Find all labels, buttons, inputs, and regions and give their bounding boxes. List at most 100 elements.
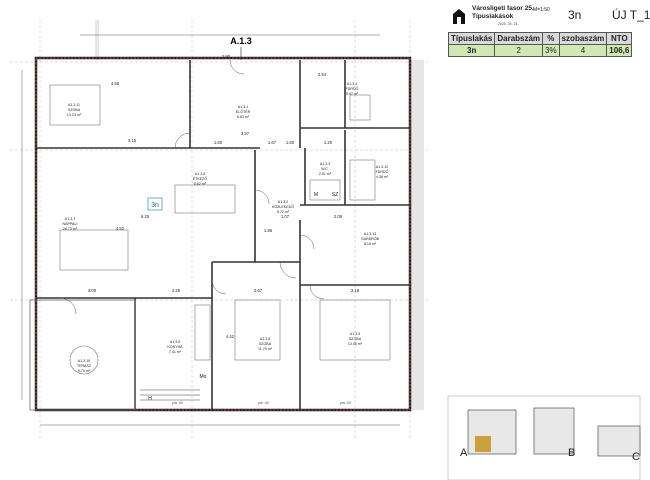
parapet-label: pm. 40 bbox=[340, 401, 351, 405]
room-code: A1.3.10 bbox=[78, 359, 90, 363]
dimension: 2.25 bbox=[172, 288, 181, 293]
summary-header: Típuslakás bbox=[447, 32, 496, 45]
dimension: 6.25 bbox=[141, 214, 150, 219]
room-area: 5.47 m² bbox=[346, 92, 359, 96]
dimension-marks bbox=[21, 34, 400, 426]
room-code: A1.3.12 bbox=[376, 165, 388, 169]
room-area: 13.23 m² bbox=[67, 113, 82, 117]
room-area: 6.83 m² bbox=[237, 115, 250, 119]
room-code: A1.3.6 bbox=[195, 172, 205, 176]
room-area: 8.18 m² bbox=[364, 242, 377, 246]
dimension: 1.07 bbox=[281, 214, 290, 219]
dimension: 1.20 bbox=[324, 140, 333, 145]
summary-value: 4 bbox=[558, 44, 608, 57]
apartment-code: ÚJ T_1 bbox=[612, 8, 650, 22]
summary-header: % bbox=[542, 32, 560, 45]
dimension: 1.60 bbox=[214, 140, 223, 145]
dimension: 4.52 bbox=[116, 226, 125, 231]
room-code: A1.3.7 bbox=[65, 217, 75, 221]
stair-lines bbox=[140, 389, 200, 401]
room-area: 5.72 m² bbox=[277, 210, 290, 214]
interior-walls bbox=[36, 60, 410, 410]
title-line-2: Típuslakások bbox=[472, 13, 514, 20]
summary-header: szobaszám bbox=[558, 32, 608, 45]
building-logo-icon bbox=[453, 9, 465, 24]
dimension: 4.55 bbox=[111, 81, 120, 86]
room-code: A1.3.8 bbox=[260, 337, 270, 341]
dimension: 3.15 bbox=[128, 138, 137, 143]
summary-table: Típuslakás Darabszám % szobaszám NTO 3n … bbox=[447, 32, 633, 57]
dimension: 3.37 bbox=[241, 131, 250, 136]
dimension-labels: 4.55 3.15 2.90 3.37 2.54 1.60 1.60 1.67 … bbox=[88, 54, 360, 339]
room-area: 26.73 m² bbox=[63, 227, 78, 231]
summary-value: 2 bbox=[494, 44, 544, 57]
title: Városligeti fasor 25. Típuslakások bbox=[472, 5, 534, 21]
dimension: 1.67 bbox=[268, 140, 277, 145]
room-code: A1.3.5 bbox=[170, 340, 180, 344]
fixture-symbol: H bbox=[148, 396, 152, 402]
summary-value: 3% bbox=[542, 44, 560, 57]
summary-value: 3n bbox=[447, 44, 496, 57]
dimension: 2.54 bbox=[318, 72, 327, 77]
summary-value: 106,6 bbox=[606, 44, 633, 57]
neighbor-area bbox=[95, 20, 424, 410]
room-name: ELŐTÉR bbox=[236, 109, 251, 114]
dimension: 3.18 bbox=[351, 288, 360, 293]
fixture-symbol: SZ bbox=[332, 192, 338, 198]
dimension: 1.86 bbox=[264, 228, 273, 233]
summary-value-row: 3n 2 3% 4 106,6 bbox=[447, 44, 633, 57]
parapet-label: pm. 40 bbox=[258, 401, 269, 405]
title-line-1: Városligeti fasor 25. bbox=[472, 5, 534, 12]
dimension: 1.60 bbox=[286, 140, 295, 145]
room-name: TERASZ bbox=[77, 364, 92, 368]
room-name: GARDRÓB bbox=[361, 236, 380, 241]
furniture bbox=[49, 84, 391, 375]
room-name: KONYHA bbox=[167, 345, 183, 349]
room-name: SZOBA bbox=[259, 342, 272, 346]
fixture-symbol: Mo bbox=[200, 374, 207, 380]
room-code: A1.3.4 bbox=[347, 82, 357, 86]
room-code: A1.3.2 bbox=[278, 200, 288, 204]
room-code: A1.3.9 bbox=[350, 332, 360, 336]
room-code: A1.3.1 bbox=[238, 105, 248, 109]
room-area: 7.41 m² bbox=[169, 350, 182, 354]
summary-header: Darabszám bbox=[494, 32, 544, 45]
date-label: 2020. 04. 24. bbox=[498, 22, 519, 26]
room-name: SZOBA bbox=[68, 108, 81, 112]
parapet-labels: pm. 40 pm. 40 pm. 40 bbox=[172, 401, 351, 405]
fixture-symbol: M bbox=[314, 192, 318, 198]
type-badge: 3n bbox=[151, 202, 159, 209]
room-area: 11.79 m² bbox=[258, 347, 273, 351]
floor-plan: A.1.3 3n A1.3.11 SZOBA 13.23 m² A1.3.1 E… bbox=[10, 20, 430, 440]
key-plan: A B C bbox=[447, 395, 641, 480]
summary-header: NTO bbox=[606, 32, 633, 45]
room-area: 13.06 m² bbox=[348, 342, 363, 346]
room-name: FÜRDŐ bbox=[376, 169, 389, 174]
room-code: A1.3.13 bbox=[364, 232, 376, 236]
room-name: NAPPALI bbox=[63, 222, 78, 226]
room-name: KÖZLEKEDŐ bbox=[272, 204, 294, 209]
room-name: ÉTKEZŐ bbox=[193, 176, 208, 181]
highlighted-unit bbox=[475, 436, 491, 452]
type-code: 3n bbox=[568, 8, 582, 22]
summary-header-row: Típuslakás Darabszám % szobaszám NTO bbox=[447, 32, 633, 45]
room-area: 8.82 m² bbox=[194, 182, 207, 186]
dimension: 2.90 bbox=[222, 54, 231, 59]
apartment-label: A.1.3 bbox=[230, 36, 252, 46]
dimension: 3.00 bbox=[88, 288, 97, 293]
room-code: A1.3.3 bbox=[320, 162, 330, 166]
room-code: A1.3.11 bbox=[68, 103, 80, 107]
room-name: SZOBA bbox=[349, 337, 362, 341]
room-area: 2.01 m² bbox=[319, 172, 332, 176]
room-area: 4.38 m² bbox=[376, 175, 389, 179]
parapet-label: pm. 40 bbox=[172, 401, 183, 405]
key-label: B bbox=[568, 447, 575, 459]
room-area: 9.70 m² bbox=[78, 369, 91, 373]
room-name: W.C. bbox=[321, 167, 329, 171]
room-labels: A1.3.11 SZOBA 13.23 m² A1.3.1 ELŐTÉR 6.8… bbox=[63, 82, 389, 373]
fixture-symbols: M SZ H Mo bbox=[148, 192, 338, 402]
terrace-area bbox=[29, 299, 136, 411]
dimension: 2.67 bbox=[254, 288, 263, 293]
key-label: C bbox=[632, 451, 640, 463]
dimension: 4.42 bbox=[226, 334, 235, 339]
